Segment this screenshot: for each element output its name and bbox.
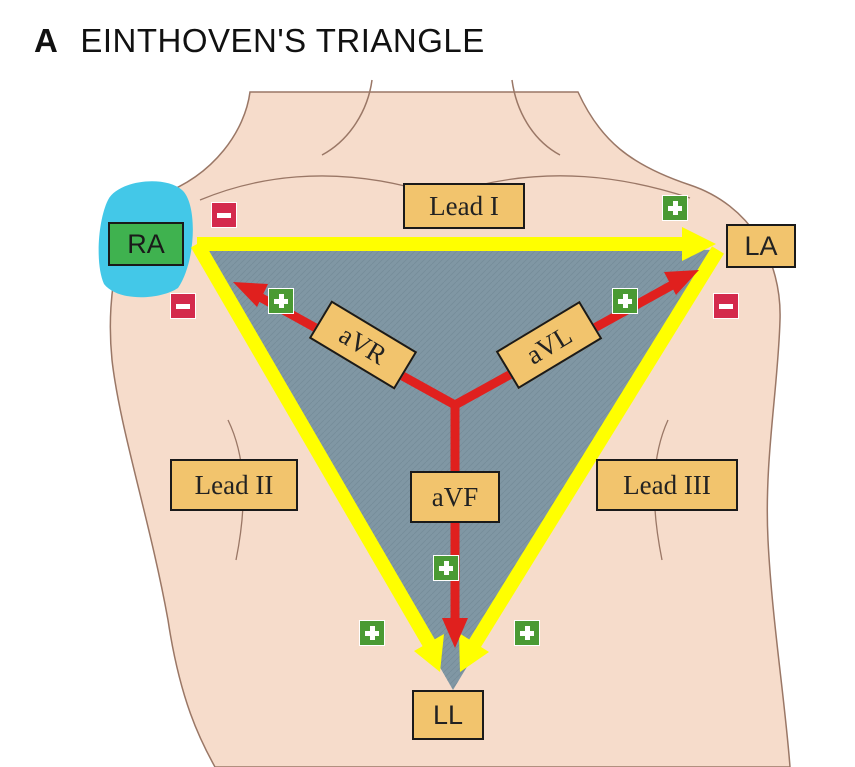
ra-lead-ii-minus-icon bbox=[170, 293, 196, 319]
ra-lead-i-minus-icon bbox=[211, 202, 237, 228]
avr-plus-icon bbox=[268, 288, 294, 314]
la-lead-i-plus-icon bbox=[662, 195, 688, 221]
electrode-la-label: LA bbox=[726, 224, 796, 268]
lead-i-label: Lead I bbox=[403, 183, 525, 229]
avf-plus-icon bbox=[433, 555, 459, 581]
lead-ii-label: Lead II bbox=[170, 459, 298, 511]
electrode-ra-label: RA bbox=[108, 222, 184, 266]
la-lead-iii-minus-icon bbox=[713, 293, 739, 319]
lead-iii-label: Lead III bbox=[596, 459, 738, 511]
avf-label: aVF bbox=[410, 471, 500, 523]
ll-lead-ii-plus-icon bbox=[359, 620, 385, 646]
ll-lead-iii-plus-icon bbox=[514, 620, 540, 646]
electrode-ll-label: LL bbox=[412, 690, 484, 740]
avl-plus-icon bbox=[612, 288, 638, 314]
